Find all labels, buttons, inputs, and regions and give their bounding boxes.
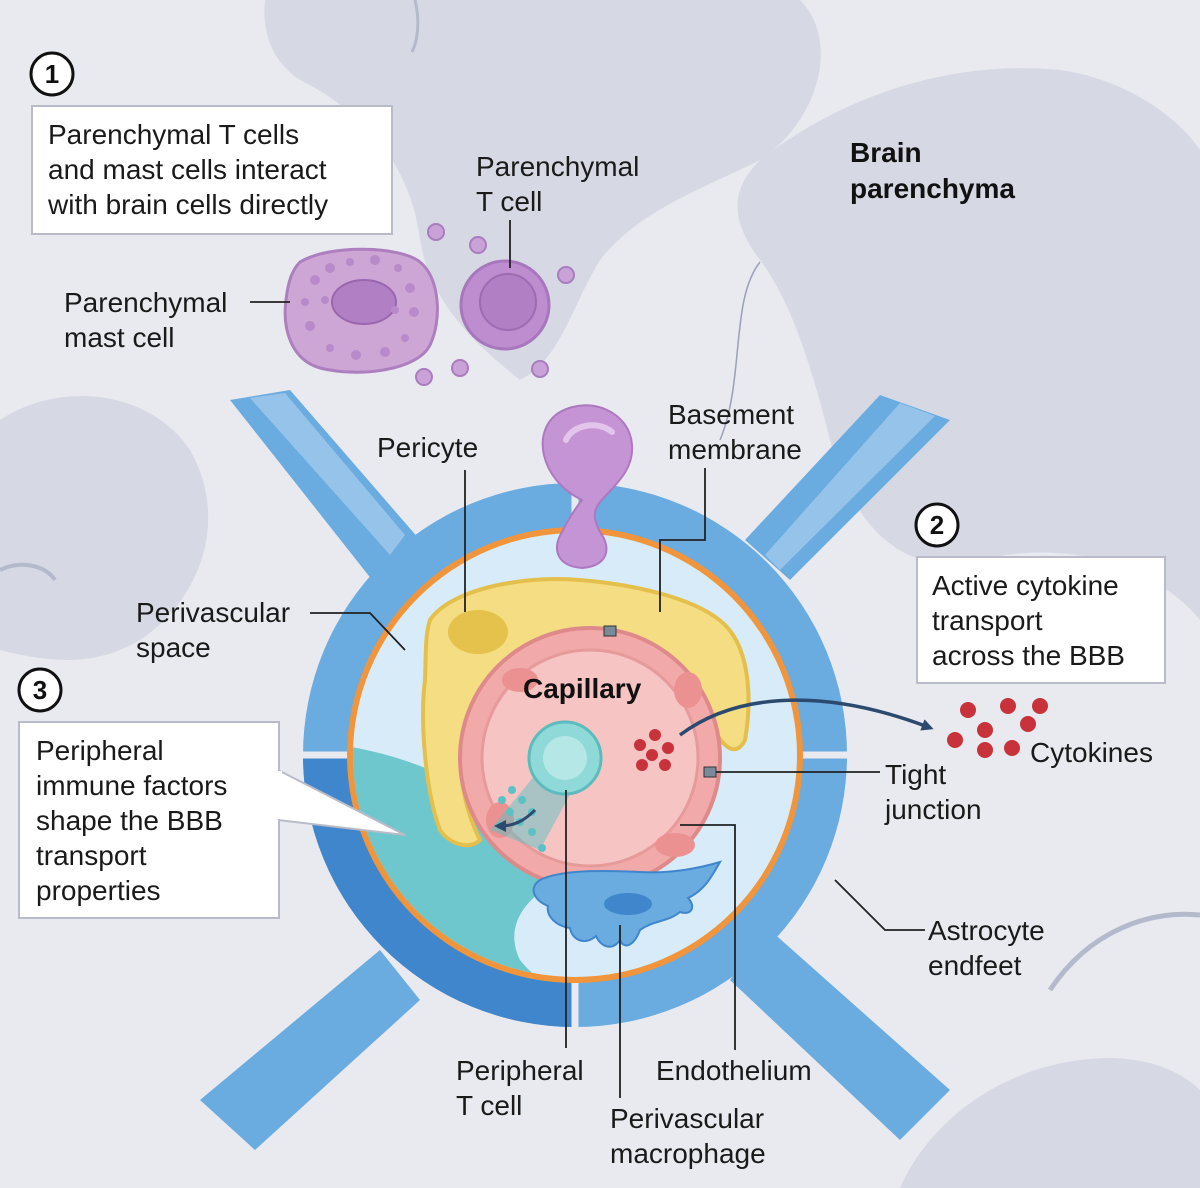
callout-3-number-circle bbox=[17, 667, 63, 713]
callout-2-number: 2 bbox=[930, 510, 944, 540]
parenchyma-fold-line-right bbox=[1047, 911, 1200, 992]
released-vesicles bbox=[415, 223, 575, 386]
leader-perivascular-space bbox=[310, 612, 406, 651]
mast-cell-nucleus bbox=[331, 279, 397, 325]
mast-cell-granules bbox=[301, 255, 419, 360]
parenchyma-boundary-line bbox=[719, 261, 761, 441]
immune-factor-arrow bbox=[494, 808, 537, 832]
peripheral-t-cell-nucleus bbox=[543, 736, 587, 780]
macrophage-nucleus bbox=[604, 893, 652, 915]
parenchyma-fold-left bbox=[0, 396, 209, 660]
parenchyma-fold-line-left bbox=[0, 562, 57, 582]
label-capillary: Capillary bbox=[523, 673, 642, 704]
leader-astrocyte-endfeet bbox=[834, 879, 925, 931]
leader-basement-membrane bbox=[659, 468, 706, 612]
callout-3-number: 3 bbox=[33, 675, 47, 705]
cytokine-transport-arrow bbox=[678, 698, 934, 737]
lumen-cytokines bbox=[634, 729, 674, 771]
callout-3-seam-cover bbox=[274, 771, 282, 819]
mast-cell-highlight bbox=[563, 422, 615, 443]
parenchyma-fold-top bbox=[264, 0, 821, 380]
callout-2-number-circle bbox=[914, 502, 960, 548]
astrocyte-endfoot-dark bbox=[303, 755, 575, 1027]
cytokines-cluster bbox=[947, 698, 1048, 758]
callout-1-box bbox=[31, 105, 393, 235]
label-cytokines: Cytokines bbox=[1030, 737, 1153, 768]
astrocyte-process-shading bbox=[250, 393, 935, 570]
pericyte-extension-mast-cell bbox=[541, 404, 634, 570]
parenchyma-fold-line-top bbox=[410, 0, 420, 53]
leader-endothelium bbox=[680, 824, 736, 1050]
label-endothelium: Endothelium bbox=[656, 1055, 812, 1086]
callout-2-box bbox=[916, 556, 1166, 684]
label-pericyte: Pericyte bbox=[377, 432, 478, 463]
callout-3-box bbox=[18, 721, 280, 919]
callout-1-number-circle bbox=[29, 51, 75, 97]
callout-1-number: 1 bbox=[45, 59, 59, 89]
pericyte-nucleus bbox=[448, 610, 508, 654]
parenchyma-fold-bottom-right bbox=[900, 1058, 1200, 1188]
parenchymal-t-cell-nucleus bbox=[479, 273, 537, 331]
